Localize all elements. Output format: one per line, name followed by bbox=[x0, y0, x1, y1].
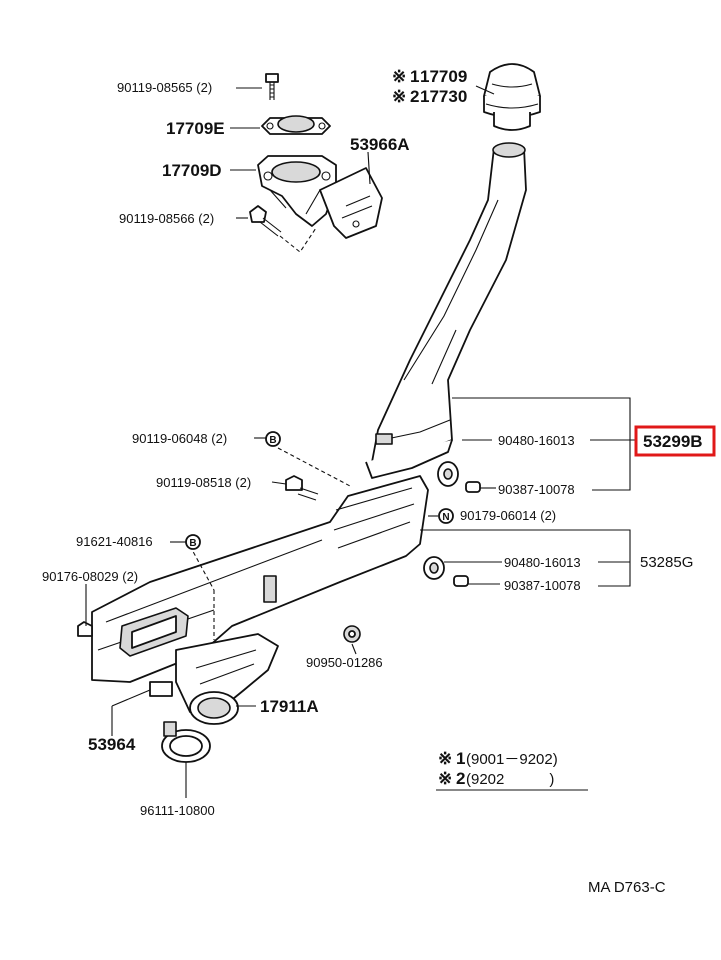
bracket-53966A bbox=[319, 167, 383, 239]
note-mark-1: 1 bbox=[410, 67, 419, 86]
hose-clamp-96111-10800 bbox=[161, 721, 211, 763]
duct-grommet-53964 bbox=[149, 681, 173, 697]
circle-letter-b-2: B bbox=[189, 538, 196, 549]
diagram-code: MA D763-C bbox=[588, 879, 666, 896]
snorkel-tube bbox=[365, 142, 527, 479]
hose-17709D bbox=[257, 155, 337, 227]
label-53966A: 53966A bbox=[350, 135, 410, 154]
circle-marker-b-1 bbox=[265, 431, 281, 447]
legend-star-2: ※ bbox=[438, 769, 452, 788]
duct-elbow-17911A bbox=[175, 633, 279, 725]
circle-letter-n: N bbox=[442, 512, 449, 523]
bolt-90176-08029 bbox=[77, 621, 93, 637]
label-17730: 17730 bbox=[420, 87, 467, 106]
circle-marker-b-2 bbox=[185, 534, 201, 550]
highlight-box-53299B bbox=[634, 425, 716, 457]
star-mark-1: ※ bbox=[392, 67, 406, 86]
label-90176-08029: 90176-08029 (2) bbox=[42, 569, 138, 584]
legend: ※ 1 (9001－9202) ※ 2 (9202 ) bbox=[436, 749, 588, 791]
label-90119-08565: 90119-08565 (2) bbox=[117, 80, 212, 95]
label-90119-06048: 90119-06048 (2) bbox=[132, 431, 227, 446]
collar-90387-10078-a bbox=[465, 481, 481, 493]
label-90179-06014: 90179-06014 (2) bbox=[460, 508, 556, 523]
grommet-90480-16013-a bbox=[437, 461, 459, 487]
bolt-90119-08566 bbox=[249, 205, 282, 237]
note-mark-2: 2 bbox=[410, 87, 419, 106]
legend-range-1: (9001－9202) bbox=[466, 751, 558, 768]
collar-90387-10078-b bbox=[453, 575, 469, 587]
circle-marker-n bbox=[438, 508, 454, 524]
label-17911A: 17911A bbox=[260, 697, 319, 716]
grommet-90480-16013-b bbox=[423, 556, 445, 580]
label-17709E: 17709E bbox=[166, 119, 225, 138]
air-duct-body bbox=[91, 475, 429, 683]
label-91621-40816: 91621-40816 bbox=[76, 534, 153, 549]
clip-90950-01286 bbox=[343, 625, 361, 643]
label-53964: 53964 bbox=[88, 735, 136, 754]
label-17709D: 17709D bbox=[162, 161, 222, 180]
bolt-90119-08565 bbox=[265, 73, 279, 100]
label-90387-10078-b: 90387-10078 bbox=[504, 578, 581, 593]
label-53285G: 53285G bbox=[640, 554, 693, 571]
bolt-90119-08518 bbox=[285, 475, 319, 501]
label-90480-16013-a: 90480-16013 bbox=[498, 433, 575, 448]
circle-letter-b-1: B bbox=[269, 435, 276, 446]
air-ram-head-17709 bbox=[483, 63, 541, 131]
label-96111-10800: 96111-10800 bbox=[140, 803, 215, 818]
leader-lines bbox=[85, 85, 636, 798]
leader-dashed-bolt-to-bracket bbox=[279, 227, 317, 253]
label-90480-16013-b: 90480-16013 bbox=[504, 555, 581, 570]
label-90119-08518: 90119-08518 (2) bbox=[156, 475, 251, 490]
legend-star-1: ※ bbox=[438, 749, 452, 768]
leader-dashed-b2 bbox=[189, 545, 215, 591]
legend-num-2: 2 bbox=[456, 769, 465, 788]
label-17709: 17709 bbox=[420, 67, 467, 86]
legend-range-2: (9202 ) bbox=[466, 771, 554, 788]
label-53299B[interactable]: 53299B bbox=[643, 432, 703, 451]
legend-num-1: 1 bbox=[456, 749, 465, 768]
star-mark-2: ※ bbox=[392, 87, 406, 106]
label-90387-10078-a: 90387-10078 bbox=[498, 482, 575, 497]
clamp-17709E bbox=[261, 115, 331, 135]
label-90950-01286: 90950-01286 bbox=[306, 655, 383, 670]
label-90119-08566: 90119-08566 (2) bbox=[119, 211, 214, 226]
